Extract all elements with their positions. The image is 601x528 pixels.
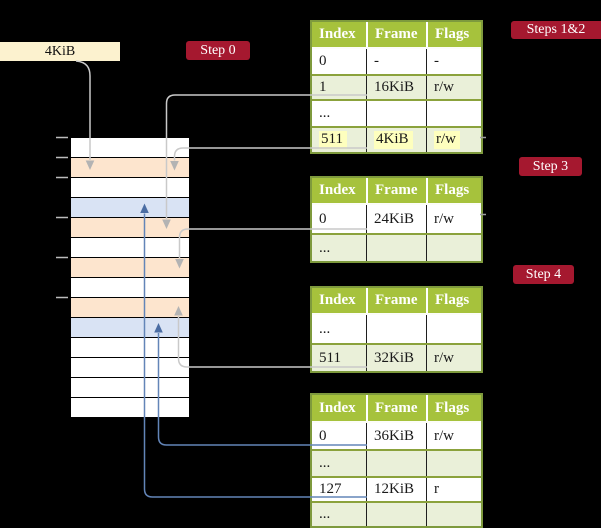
memory-row-5	[71, 217, 189, 237]
table-header-row: Index Frame Flags	[312, 22, 481, 49]
table-row: 0 24KiB r/w	[312, 205, 481, 233]
table-header-row: Index Frame Flags	[312, 178, 481, 205]
column-header-index: Index	[319, 399, 356, 416]
table-row: ...	[312, 315, 481, 343]
table-header-row: Index Frame Flags	[312, 288, 481, 315]
memory-row-11	[71, 337, 189, 357]
column-header-index: Index	[319, 26, 356, 42]
steps-1-2-badge: Steps 1&2	[511, 21, 601, 39]
cell-flags: r	[426, 478, 481, 501]
table-row-highlighted: 511 4KiB r/w	[312, 126, 481, 152]
table-row: ...	[312, 501, 481, 526]
table-row: 1 16KiB r/w	[312, 74, 481, 99]
cell-index: 0	[319, 210, 327, 227]
column-header-index: Index	[319, 182, 356, 198]
cell-index: 0	[319, 427, 327, 444]
cell-index: ...	[319, 320, 331, 337]
cell-frame: -	[366, 49, 426, 74]
memory-row-1	[71, 138, 189, 157]
cell-flags: r/w	[426, 423, 481, 449]
table-row: 0 36KiB r/w	[312, 423, 481, 449]
column-header-flags: Flags	[426, 288, 481, 313]
cell-flags	[426, 235, 481, 261]
memory-row-9	[71, 297, 189, 317]
table-row: 0 - -	[312, 49, 481, 74]
column-header-flags: Flags	[426, 22, 481, 47]
cell-flags: r/w	[426, 76, 481, 99]
cell-flags: r/w	[426, 345, 481, 371]
cell-frame: 36KiB	[366, 423, 426, 449]
column-header-index: Index	[319, 292, 356, 308]
cell-index: ...	[319, 239, 331, 256]
cell-index: 511	[312, 128, 366, 152]
column-header-frame: Frame	[366, 288, 426, 313]
cell-index: ...	[319, 105, 331, 121]
cell-index: 127	[319, 481, 342, 497]
cell-frame: 12KiB	[366, 478, 426, 501]
table-row: 127 12KiB r	[312, 476, 481, 501]
column-header-flags: Flags	[426, 395, 481, 421]
table-row: 511 32KiB r/w	[312, 343, 481, 371]
memory-row-14	[71, 397, 189, 417]
cell-index: 1	[319, 79, 327, 95]
memory-ticks	[56, 136, 68, 299]
page-table-1: Index Frame Flags 0 - - 1 16KiB r/w ... …	[310, 20, 483, 154]
cell-frame: 24KiB	[366, 205, 426, 233]
column-header-flags: Flags	[426, 178, 481, 203]
table-header-row: Index Frame Flags	[312, 395, 481, 423]
cell-frame	[366, 101, 426, 126]
cell-flags	[426, 451, 481, 476]
page-table-3: Index Frame Flags ... 511 32KiB r/w	[310, 286, 483, 373]
cell-flags	[426, 315, 481, 343]
step-3-badge: Step 3	[519, 157, 582, 176]
table-row: ...	[312, 449, 481, 476]
memory-row-8	[71, 277, 189, 297]
page-table-2: Index Frame Flags 0 24KiB r/w ...	[310, 176, 483, 263]
cell-frame	[366, 503, 426, 526]
cell-flags: -	[426, 49, 481, 74]
memory-row-6	[71, 237, 189, 257]
memory-row-2	[71, 157, 189, 177]
column-header-frame: Frame	[366, 22, 426, 47]
cell-frame	[366, 235, 426, 261]
cell-frame: 4KiB	[366, 128, 426, 152]
cell-flags: r/w	[426, 205, 481, 233]
frame-size-label-box: 4KiB	[0, 42, 120, 61]
memory-row-13	[71, 377, 189, 397]
table-row: ...	[312, 233, 481, 261]
cell-frame	[366, 451, 426, 476]
cell-frame	[366, 315, 426, 343]
memory-row-4	[71, 197, 189, 217]
step-4-badge: Step 4	[513, 265, 574, 284]
column-header-frame: Frame	[366, 395, 426, 421]
cell-flags	[426, 101, 481, 126]
memory-row-3	[71, 177, 189, 197]
memory-row-7	[71, 257, 189, 277]
physical-memory-column	[70, 137, 190, 418]
table-row: ...	[312, 99, 481, 126]
column-header-frame: Frame	[366, 178, 426, 203]
memory-row-10	[71, 317, 189, 337]
cell-flags	[426, 503, 481, 526]
step-0-badge: Step 0	[186, 41, 250, 60]
cell-index: ...	[319, 455, 331, 471]
frame-size-label: 4KiB	[44, 43, 76, 59]
cell-index: 0	[319, 53, 327, 69]
cell-frame: 16KiB	[366, 76, 426, 99]
cell-index: ...	[319, 506, 331, 522]
page-table-4: Index Frame Flags 0 36KiB r/w ... 127 12…	[310, 393, 483, 528]
cell-index: 511	[319, 349, 341, 366]
memory-row-12	[71, 357, 189, 377]
cell-frame: 32KiB	[366, 345, 426, 371]
cell-flags: r/w	[426, 128, 481, 152]
